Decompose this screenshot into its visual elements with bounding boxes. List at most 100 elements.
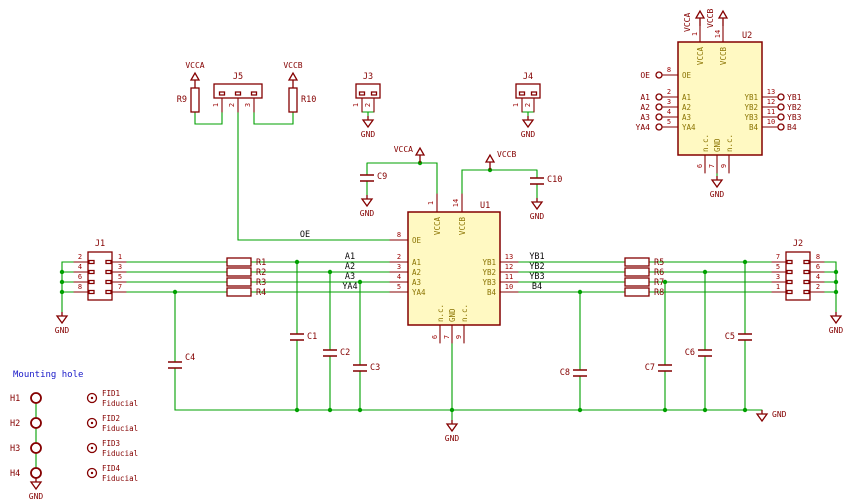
power-flag-vccb-u2[interactable]: VCCB (706, 9, 728, 28)
svg-text:YB3: YB3 (744, 113, 758, 122)
wire-net-oe[interactable] (237, 111, 391, 241)
gnd-flag-rail[interactable]: GND (756, 409, 787, 422)
capacitor-c10[interactable]: C10 (530, 175, 562, 185)
wire-net-yb1[interactable] (517, 261, 773, 335)
wire-j3-gnd[interactable] (361, 111, 375, 117)
wire-net-yb2[interactable] (517, 271, 773, 351)
power-flag-vcca-mid[interactable]: VCCA (394, 145, 425, 164)
resistor-r9[interactable]: R9 (177, 87, 200, 113)
mounting-hole-h2[interactable]: H2 (10, 417, 42, 429)
wire-gnd-bus-j1[interactable] (61, 261, 75, 313)
connector-j1[interactable]: J1 2 4 6 8 1 3 5 7 (73, 239, 127, 301)
wire-net-vcca[interactable] (366, 162, 438, 196)
power-flag-vcca-topleft[interactable]: VCCA (185, 61, 205, 89)
net-label-oe[interactable]: OE (300, 230, 310, 240)
j3-ticks (358, 91, 378, 96)
vcc-arrow-icon (415, 147, 425, 164)
fiducial-fid2[interactable]: FID2 Fiducial (86, 414, 139, 433)
svg-text:YA4: YA4 (412, 288, 426, 297)
wire-net-a3[interactable] (125, 281, 391, 366)
resistor-r4[interactable]: R4 (226, 287, 266, 298)
fiducial-fid1[interactable]: FID1 Fiducial (86, 389, 139, 408)
resistor-r7[interactable]: R7 (624, 277, 664, 288)
wire-gnd-bus-j2[interactable] (823, 261, 837, 313)
fiducial-fid4[interactable]: FID4 Fiducial (86, 464, 139, 483)
power-flag-vccb-topleft[interactable]: VCCB (283, 61, 303, 89)
u2-label-yb3: YB3 (787, 113, 802, 122)
wire-r9-j5[interactable] (194, 111, 223, 125)
wire-net-vccb[interactable] (461, 169, 538, 199)
wire-net-a1[interactable] (125, 261, 391, 335)
mounting-note: Mounting hole (13, 370, 83, 380)
wire-net-yb3[interactable] (517, 281, 773, 366)
gnd-flag-mounting[interactable]: GND (29, 477, 44, 500)
net-label-b4[interactable]: B4 (532, 282, 542, 292)
net-label-yb3[interactable]: YB3 (529, 272, 544, 282)
capacitor-c1[interactable]: C1 (290, 332, 317, 342)
resistor-r10[interactable]: R10 (288, 87, 316, 113)
fiducial-dot (90, 396, 94, 400)
resistor-r5[interactable]: R5 (624, 257, 664, 268)
net-label-yb1[interactable]: YB1 (529, 252, 544, 262)
capacitor-c6[interactable]: C6 (685, 348, 712, 358)
wires[interactable] (35, 111, 837, 479)
mounting-hole-h3[interactable]: H3 (10, 442, 42, 454)
gnd-flag-u2[interactable]: GND (710, 175, 725, 199)
gnd-flag-j3[interactable]: GND (361, 115, 376, 139)
net-labels[interactable]: OE A1 A2 A3 YA4 YB1 YB2 YB3 B4 (300, 230, 545, 292)
resistor-r2[interactable]: R2 (226, 267, 266, 278)
wire-r10-j5[interactable] (253, 111, 294, 125)
gnd-label: GND (772, 410, 787, 419)
capacitor-c3[interactable]: C3 (353, 363, 380, 373)
net-label-yb2[interactable]: YB2 (529, 262, 544, 272)
wire-net-b4[interactable] (517, 291, 773, 371)
svg-text:A2: A2 (682, 103, 691, 112)
ic-u1[interactable]: U1 8 2 3 4 5 13 12 11 10 1 14 6 7 9 OE A… (389, 193, 519, 344)
connector-j2[interactable]: J2 7 5 3 1 8 6 4 2 (771, 239, 825, 301)
resistor-r6[interactable]: R6 (624, 267, 664, 278)
net-label-a2[interactable]: A2 (345, 262, 355, 272)
resistor-r3[interactable]: R3 (226, 277, 266, 288)
ic-u2[interactable]: U2 8 2 3 4 5 13 12 11 10 1 14 6 7 9 OE A… (636, 25, 802, 174)
capacitor-c4[interactable]: C4 (168, 353, 195, 369)
net-label-a3[interactable]: A3 (345, 272, 355, 282)
capacitor-c5[interactable]: C5 (725, 332, 752, 342)
connector-j4[interactable]: J4 1 2 (512, 72, 541, 113)
resistor-r1[interactable]: R1 (226, 257, 266, 268)
svg-text:Fiducial: Fiducial (102, 449, 138, 458)
capacitor-c7[interactable]: C7 (645, 363, 672, 373)
gnd-flag-c10[interactable]: GND (530, 197, 545, 221)
net-label-a1[interactable]: A1 (345, 252, 355, 262)
wire-j4-gnd[interactable] (521, 111, 535, 117)
wire-gnd-rail[interactable] (174, 339, 763, 411)
connector-j3[interactable]: J3 1 2 (352, 72, 381, 113)
capacitor-c2[interactable]: C2 (323, 348, 350, 358)
svg-text:VCCB: VCCB (458, 217, 467, 236)
gnd-flag-c9[interactable]: GND (360, 194, 375, 218)
gnd-label: GND (829, 326, 844, 335)
svg-text:7: 7 (118, 283, 122, 291)
gnd-flag-j4[interactable]: GND (521, 115, 536, 139)
connector-j5[interactable]: J5 1 2 3 (212, 72, 263, 113)
j5-pins (221, 97, 255, 113)
gnd-flag-u1[interactable]: GND (445, 419, 460, 443)
resistor-r8[interactable]: R8 (624, 287, 664, 298)
svg-text:7: 7 (776, 253, 780, 261)
gnd-arrow-icon (711, 175, 723, 188)
gnd-flag-j2[interactable]: GND (829, 311, 844, 335)
gnd-flag-j1[interactable]: GND (55, 311, 70, 335)
j2-ticks (786, 259, 810, 295)
power-flag-vcca-u2[interactable]: VCCA (683, 10, 705, 32)
net-label-ya4[interactable]: YA4 (342, 282, 357, 292)
wire-net-ya4[interactable] (125, 291, 391, 363)
capacitor-c8[interactable]: C8 (560, 368, 587, 378)
mounting-hole-h1[interactable]: H1 (10, 392, 42, 404)
power-flag-vccb-mid[interactable]: VCCB (485, 150, 516, 171)
wire-net-a2[interactable] (125, 271, 391, 351)
svg-text:FID2: FID2 (102, 414, 120, 423)
fiducial-fid3[interactable]: FID3 Fiducial (86, 439, 139, 458)
capacitor-c9[interactable]: C9 (360, 172, 387, 182)
svg-text:A1: A1 (682, 93, 691, 102)
mounting-hole-h4[interactable]: H4 (10, 467, 42, 479)
